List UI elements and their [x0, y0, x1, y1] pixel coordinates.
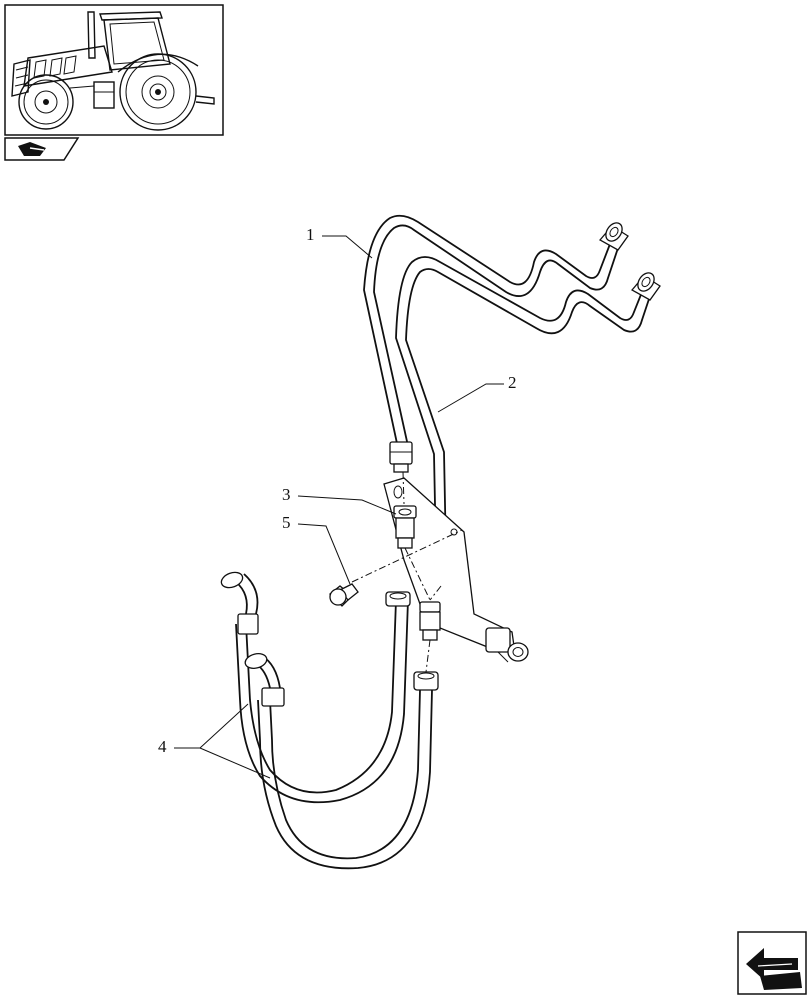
callout-3: 3 [282, 485, 397, 515]
callout-3-label: 3 [282, 485, 291, 504]
callout-1: 1 [306, 225, 373, 259]
callout-4-label: 4 [158, 737, 167, 756]
pipe-fitting [630, 272, 661, 301]
callout-1-label: 1 [306, 225, 315, 244]
rigid-pipe-1 [363, 214, 629, 449]
rigid-pipe-2 [395, 256, 661, 557]
adapter-fitting-lower [419, 601, 441, 641]
callout-5: 5 [282, 513, 351, 585]
pipe-nut-upper [389, 441, 413, 473]
callout-4: 4 [158, 703, 271, 779]
callout-2: 2 [437, 373, 517, 413]
section-tab-icon[interactable] [4, 137, 80, 161]
flexible-hose-a [220, 571, 411, 804]
back-arrow-icon[interactable] [737, 931, 807, 995]
assembly-centerlines [351, 471, 463, 673]
pipe-fitting [598, 222, 629, 251]
bolt [329, 583, 359, 607]
callout-2-label: 2 [508, 373, 517, 392]
tractor-thumbnail-icon[interactable] [4, 4, 224, 136]
callout-5-label: 5 [282, 513, 291, 532]
mounting-bracket [383, 477, 529, 663]
flexible-hose-b [244, 653, 439, 870]
